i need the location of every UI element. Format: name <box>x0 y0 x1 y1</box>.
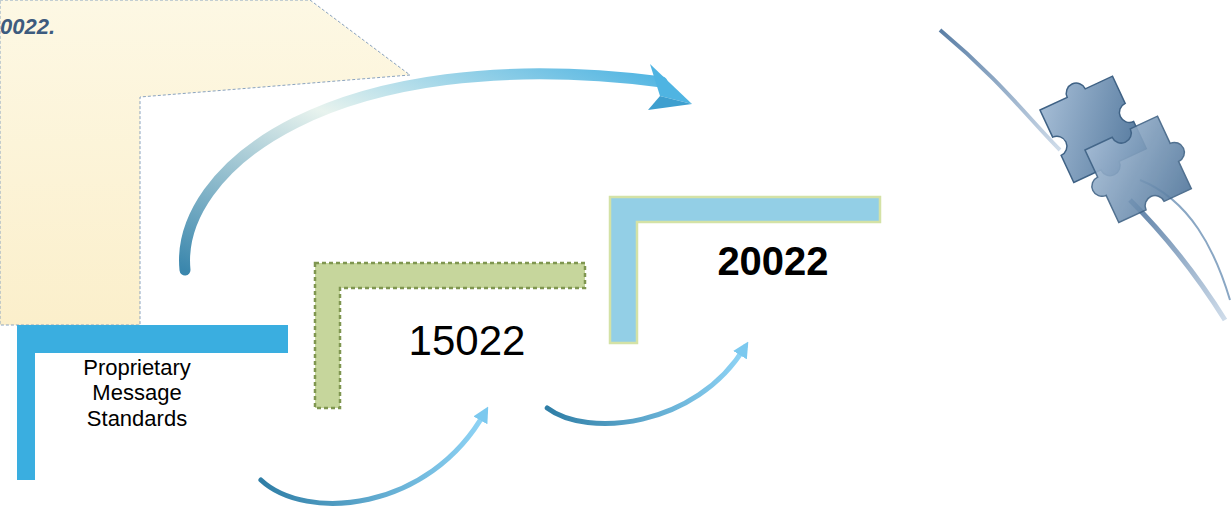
puzzle-piece <box>1076 112 1200 227</box>
puzzle-piece <box>1036 67 1151 191</box>
curved-arrow <box>185 74 662 270</box>
puzzle-illustration <box>940 30 1230 320</box>
shape-outline <box>17 325 288 480</box>
wire <box>940 30 1060 150</box>
node-label: Proprietary Message Standards <box>57 355 217 431</box>
curved-connector <box>547 347 745 424</box>
node-label: 15022 <box>387 318 547 364</box>
standard-box: 15022 <box>315 263 585 408</box>
curved-connector <box>261 412 485 503</box>
arrow-head <box>650 64 692 104</box>
standard-box: 20022 <box>610 197 880 343</box>
standard-box: Proprietary Message Standards <box>17 325 288 480</box>
node-label: 20022 <box>698 239 848 283</box>
shape-outline <box>610 197 880 343</box>
node-label: 0022. <box>0 14 300 40</box>
wire <box>1130 200 1225 320</box>
shape-outline <box>315 263 585 408</box>
arrow-head <box>648 96 692 110</box>
wire <box>1140 180 1230 300</box>
